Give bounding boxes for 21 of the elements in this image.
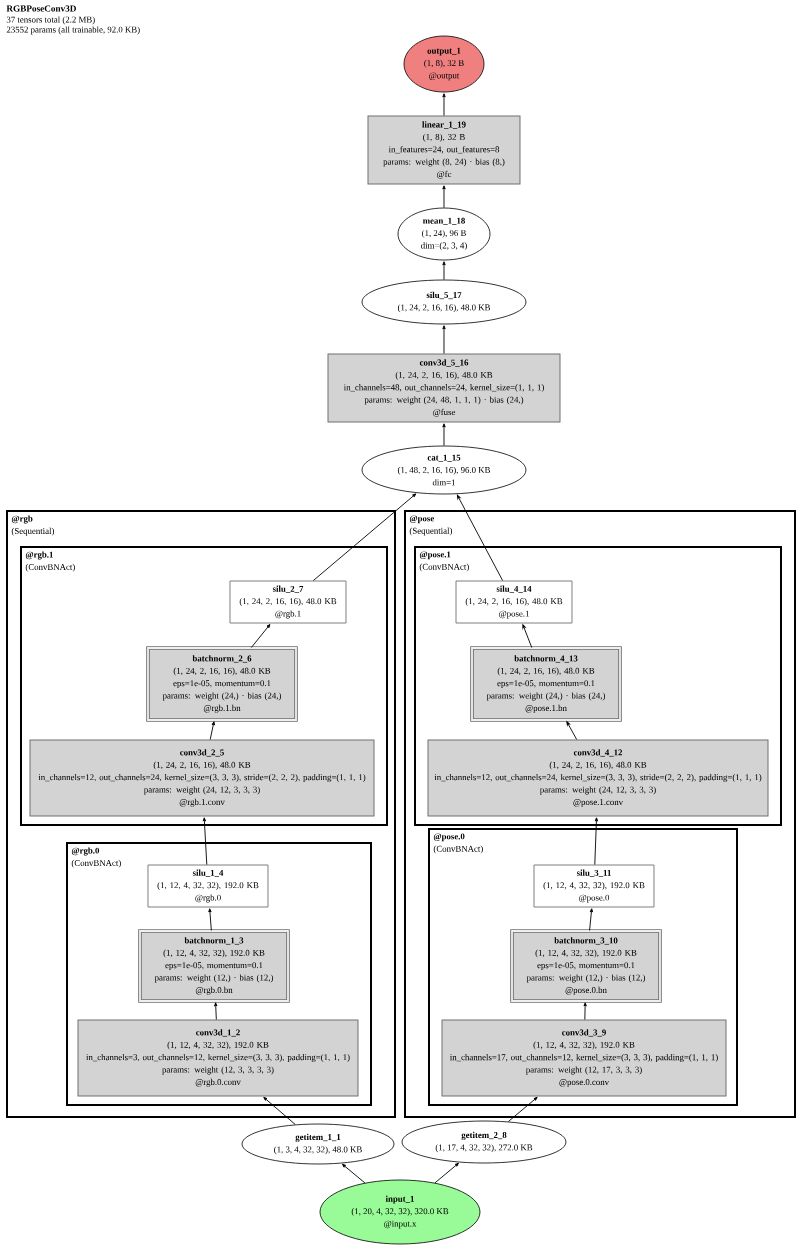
arrow <box>442 423 446 447</box>
arrow <box>583 1002 587 1020</box>
arrow <box>456 494 504 581</box>
arrow <box>312 493 417 581</box>
arrow <box>442 93 446 116</box>
arrow <box>522 624 533 648</box>
arrow <box>442 261 446 281</box>
arrow <box>594 817 599 865</box>
arrow <box>589 908 594 931</box>
arrow <box>208 908 212 931</box>
arrow <box>507 1096 538 1122</box>
arrow <box>263 1096 296 1125</box>
arrow <box>341 1163 366 1184</box>
arrow <box>209 721 215 740</box>
arrow <box>250 624 271 648</box>
arrow <box>214 1002 218 1020</box>
arrow <box>442 185 446 209</box>
arrow <box>442 325 446 354</box>
arrow <box>566 721 578 740</box>
arrow <box>434 1162 459 1184</box>
arrow <box>202 817 208 865</box>
